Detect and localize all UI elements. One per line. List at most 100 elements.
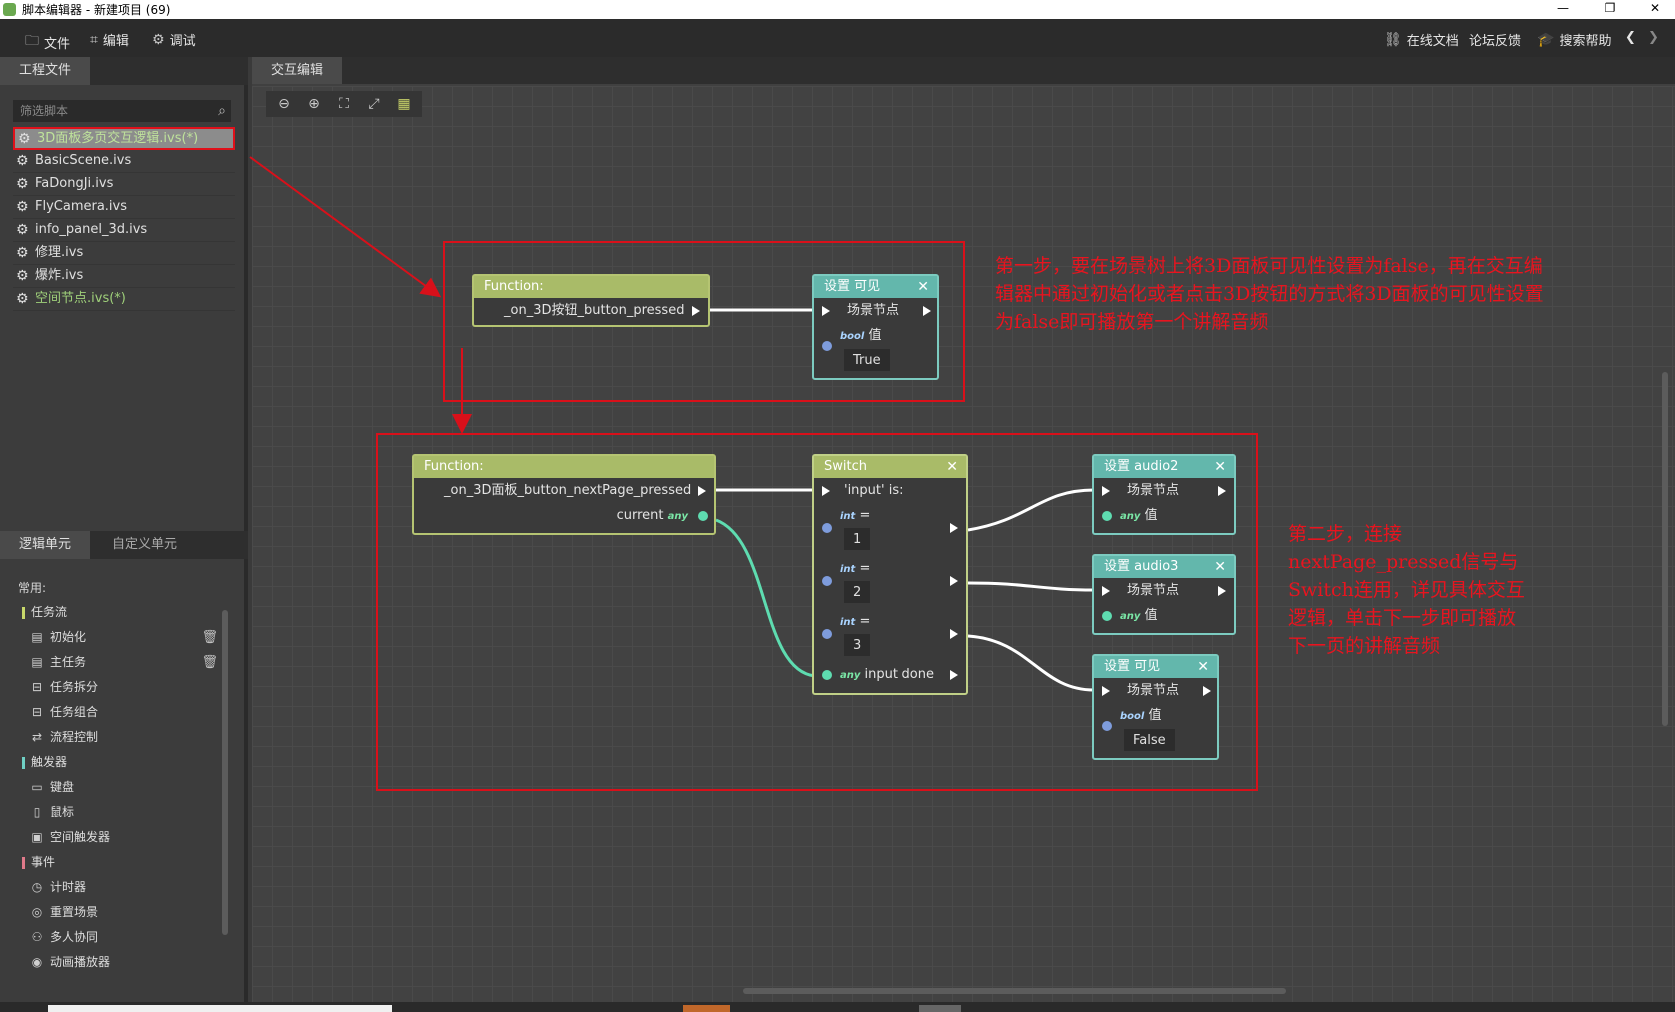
exec-out-icon[interactable] <box>1203 686 1211 696</box>
unit-item[interactable]: ◎重置场景 <box>22 900 218 925</box>
minimize-button[interactable]: — <box>1557 1 1569 15</box>
unit-item[interactable]: ⚇多人协同 <box>22 925 218 950</box>
close-icon[interactable]: ✕ <box>946 459 958 475</box>
unit-category[interactable]: 事件 <box>22 850 218 875</box>
units-scrollbar[interactable] <box>222 610 228 935</box>
node-set-audio3[interactable]: 设置 audio3 ✕ 场景节点 any 值 <box>1092 554 1236 635</box>
unit-item[interactable]: ⇄流程控制 <box>22 725 218 750</box>
exec-in-icon[interactable] <box>1102 486 1110 496</box>
file-item[interactable]: ⚙3D面板多页交互逻辑.ivs(*) <box>13 127 235 150</box>
restore-button[interactable]: ❐ <box>1604 1 1616 15</box>
close-icon[interactable]: ✕ <box>1214 559 1226 575</box>
online-docs-link[interactable]: ⛓ 在线文档 <box>1384 30 1459 50</box>
type-tag: int <box>840 564 856 575</box>
annotation-note-step2: 第二步，连接nextPage_pressed信号与Switch连用，详见具体交互… <box>1288 523 1525 657</box>
exec-in-icon[interactable] <box>1102 686 1110 696</box>
output-port-icon[interactable] <box>698 511 708 521</box>
unit-item[interactable]: ▤主任务🗑 <box>22 650 218 675</box>
unit-item[interactable]: ⊟任务拆分 <box>22 675 218 700</box>
exec-in-icon[interactable] <box>822 306 830 316</box>
taskbar-item[interactable] <box>919 1005 961 1012</box>
search-help-link[interactable]: 🎓 搜索帮助 <box>1537 30 1611 50</box>
canvas-v-scrollbar[interactable] <box>1662 372 1668 726</box>
node-switch[interactable]: Switch ✕ 'input' is: int = 1 int = 2 int… <box>812 454 968 695</box>
unit-item[interactable]: ▤初始化🗑 <box>22 625 218 650</box>
back-button[interactable]: ❮ <box>1625 30 1636 45</box>
unit-item[interactable]: ▯鼠标 <box>22 800 218 825</box>
input-port-icon[interactable] <box>822 670 832 680</box>
grid-icon[interactable]: ▦ <box>397 96 411 112</box>
close-icon[interactable]: ✕ <box>917 279 929 295</box>
exec-in-icon[interactable] <box>1102 586 1110 596</box>
node-set-visible-false[interactable]: 设置 可见 ✕ 场景节点 bool 值 False <box>1092 654 1219 760</box>
exec-out-icon[interactable] <box>950 576 958 586</box>
input-port-icon[interactable] <box>822 576 832 586</box>
menu-edit[interactable]: ⌗ 编辑 <box>90 30 129 50</box>
exec-out-icon[interactable] <box>692 306 700 316</box>
tab-project-files[interactable]: 工程文件 <box>0 57 91 85</box>
file-item[interactable]: ⚙FaDongJi.ivs <box>13 173 235 196</box>
menu-file[interactable]: 🗀 文件 <box>25 30 70 54</box>
zoom-out-icon[interactable]: ⊖ <box>278 96 290 112</box>
node-set-visible-true[interactable]: 设置 可见 ✕ 场景节点 bool 值 True <box>812 274 939 380</box>
input-port-icon[interactable] <box>822 341 832 351</box>
fullscreen-icon[interactable]: ⤢ <box>368 96 380 112</box>
bool-value-field[interactable]: True <box>844 349 890 371</box>
file-item[interactable]: ⚙空间节点.ivs(*) <box>13 288 235 311</box>
tab-interaction-editor[interactable]: 交互编辑 <box>252 57 343 84</box>
script-filter-input[interactable]: 筛选脚本 ⌕ <box>13 100 231 122</box>
unit-item[interactable]: ▣空间触发器 <box>22 825 218 850</box>
node-function-next-page[interactable]: Function: _on_3D面板_button_nextPage_press… <box>412 454 716 535</box>
exec-out-icon[interactable] <box>1218 486 1226 496</box>
unit-item[interactable]: ▭键盘 <box>22 775 218 800</box>
trash-icon[interactable]: 🗑 <box>201 630 218 645</box>
node-function-3d-button[interactable]: Function: _on_3D按钮_button_pressed <box>472 274 710 327</box>
tab-custom-units[interactable]: 自定义单元 <box>112 537 178 552</box>
unit-item[interactable]: ◷计时器 <box>22 875 218 900</box>
menu-bar: 🗀 文件 ⌗ 编辑 ⚙ 调试 ⛓ 在线文档 论坛反馈 🎓 搜索帮助 ❮ ❯ <box>0 19 1675 57</box>
case-value-field[interactable]: 3 <box>844 634 871 656</box>
canvas-h-scrollbar[interactable] <box>743 988 1286 994</box>
function-name-label: _on_3D按钮_button_pressed <box>504 303 685 318</box>
exec-out-icon[interactable] <box>1218 586 1226 596</box>
trash-icon[interactable]: 🗑 <box>201 655 218 670</box>
menu-debug[interactable]: ⚙ 调试 <box>152 30 196 50</box>
input-port-icon[interactable] <box>822 629 832 639</box>
case-value-field[interactable]: 1 <box>844 528 871 550</box>
script-gear-icon: ⚙ <box>16 291 29 307</box>
unit-category[interactable]: 任务流 <box>22 600 218 625</box>
case-value-field[interactable]: 2 <box>844 581 871 603</box>
exec-out-icon[interactable] <box>698 486 706 496</box>
input-port-icon[interactable] <box>1102 611 1112 621</box>
taskbar-item[interactable] <box>48 1005 392 1012</box>
exec-out-icon[interactable] <box>923 306 931 316</box>
forum-link[interactable]: 论坛反馈 <box>1469 30 1521 49</box>
search-icon[interactable]: ⌕ <box>218 103 226 119</box>
fit-view-icon[interactable]: ⛶ <box>339 96 349 112</box>
input-port-icon[interactable] <box>1102 721 1112 731</box>
zoom-in-icon[interactable]: ⊕ <box>308 96 320 112</box>
graph-canvas[interactable] <box>252 86 1675 1002</box>
node-set-audio2[interactable]: 设置 audio2 ✕ 场景节点 any 值 <box>1092 454 1236 535</box>
exec-in-icon[interactable] <box>822 486 830 496</box>
close-icon[interactable]: ✕ <box>1214 459 1226 475</box>
taskbar-item[interactable] <box>683 1005 730 1012</box>
exec-out-icon[interactable] <box>950 670 958 680</box>
forward-button[interactable]: ❯ <box>1648 30 1659 45</box>
tab-logic-units[interactable]: 逻辑单元 <box>0 531 91 559</box>
file-item[interactable]: ⚙FlyCamera.ivs <box>13 196 235 219</box>
file-item[interactable]: ⚙爆炸.ivs <box>13 265 235 288</box>
unit-item[interactable]: ⊟任务组合 <box>22 700 218 725</box>
input-port-icon[interactable] <box>822 523 832 533</box>
unit-item[interactable]: ◉动画播放器 <box>22 950 218 975</box>
close-icon[interactable]: ✕ <box>1197 659 1209 675</box>
file-item[interactable]: ⚙info_panel_3d.ivs <box>13 219 235 242</box>
file-item[interactable]: ⚙修理.ivs <box>13 242 235 265</box>
exec-out-icon[interactable] <box>950 629 958 639</box>
exec-out-icon[interactable] <box>950 523 958 533</box>
close-window-button[interactable]: ✕ <box>1649 1 1661 15</box>
bool-value-field[interactable]: False <box>1124 729 1175 751</box>
file-item[interactable]: ⚙BasicScene.ivs <box>13 150 235 173</box>
input-port-icon[interactable] <box>1102 511 1112 521</box>
unit-category[interactable]: 触发器 <box>22 750 218 775</box>
